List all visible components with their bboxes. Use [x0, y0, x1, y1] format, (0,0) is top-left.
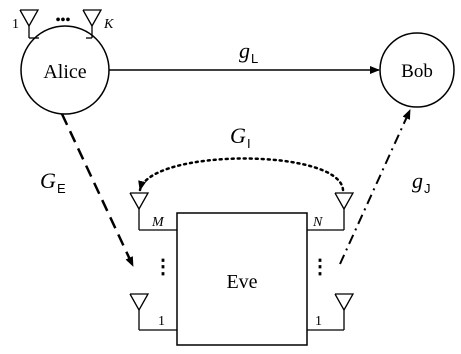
- alice-label: Alice: [43, 61, 86, 83]
- jamming-channel-arrow: [339, 109, 411, 265]
- eavesdrop-channel-symbol: G: [40, 168, 56, 193]
- eve-tx-antenna-1-icon: [307, 293, 355, 331]
- eve-rx-antenna-m-icon: [129, 192, 177, 231]
- eve-rx-antenna-bottom-label: 1: [158, 314, 165, 329]
- bob-label: Bob: [401, 61, 433, 82]
- eve-tx-antenna-top-label: N: [312, 215, 323, 230]
- eve-tx-antenna-bottom-label: 1: [315, 314, 322, 329]
- eve-tx-antenna-n-icon: [307, 192, 355, 231]
- alice-antenna-first-label: 1: [12, 17, 19, 32]
- alice-node: Alice: [20, 25, 110, 115]
- eavesdrop-channel-subscript: E: [57, 181, 66, 196]
- jamming-channel-subscript: J: [424, 181, 431, 196]
- loop-channel-subscript: I: [247, 136, 251, 151]
- loop-channel-symbol: G: [230, 123, 246, 148]
- jamming-channel-symbol: g: [412, 168, 423, 193]
- loop-channel-arrow: [138, 157, 345, 192]
- eve-tx-vertical-dots: ⋮: [310, 256, 330, 278]
- eve-transmit-antenna-array: [307, 192, 355, 331]
- eavesdrop-channel-arrow: [60, 113, 135, 267]
- legitimate-channel-symbol: g: [239, 38, 250, 63]
- alice-antenna-1-icon: [19, 9, 40, 39]
- eve-rx-antenna-top-label: M: [151, 215, 165, 230]
- bob-node: Bob: [379, 32, 455, 108]
- alice-antenna-k-icon: [82, 9, 103, 39]
- eve-rx-antenna-1-icon: [129, 293, 177, 331]
- eve-rx-vertical-dots: ⋮: [153, 256, 173, 278]
- alice-antenna-dots: •••: [56, 13, 71, 28]
- eve-node: Eve: [176, 212, 308, 346]
- eve-receive-antenna-array: [129, 192, 177, 331]
- eve-label: Eve: [226, 271, 257, 293]
- legitimate-channel-subscript: L: [251, 51, 258, 66]
- alice-antenna-array: [19, 9, 103, 39]
- alice-antenna-last-label: K: [103, 17, 114, 32]
